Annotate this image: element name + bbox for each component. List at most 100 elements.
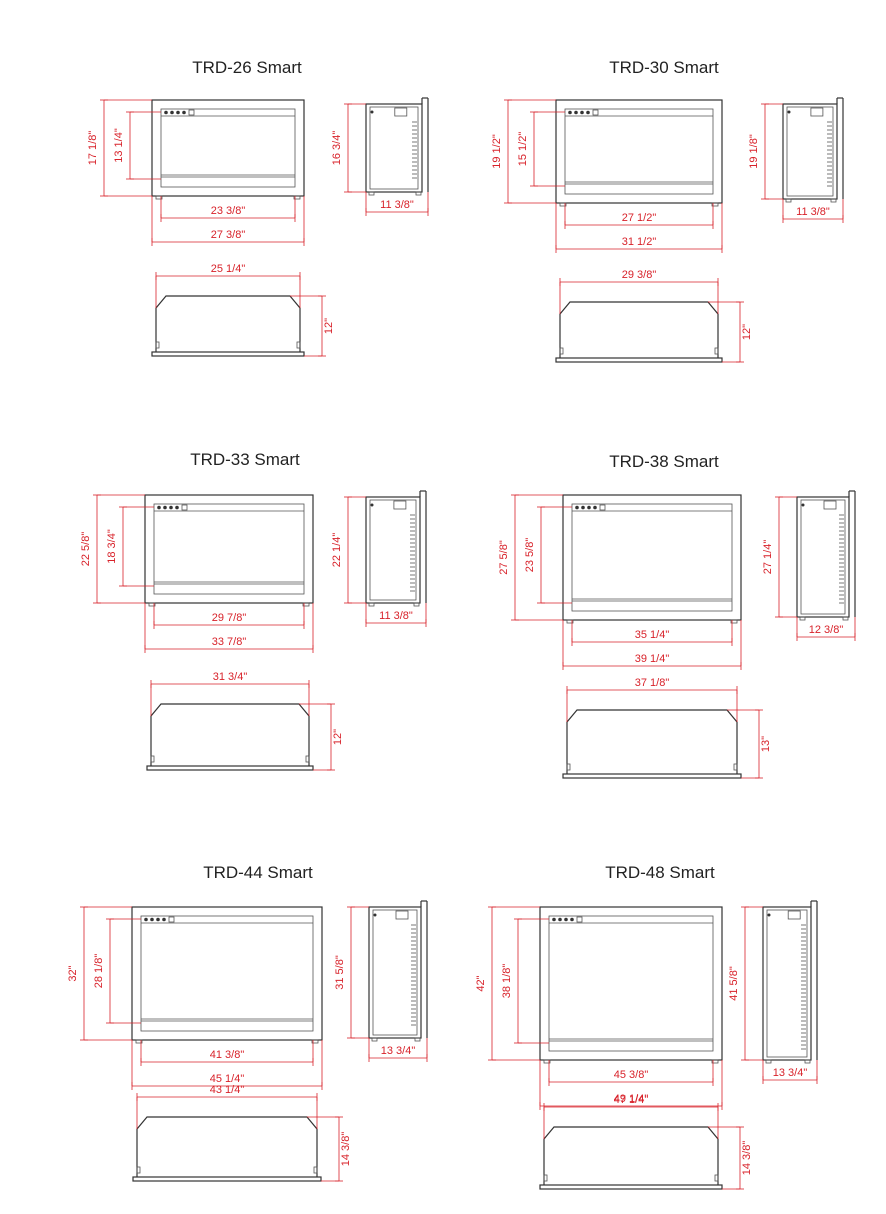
front-height-inner: 28 1/8" — [93, 954, 105, 989]
control-button-icon — [170, 110, 174, 115]
front-view: 22 5/8" 18 3/4" 29 7/8" 33 7/8" — [80, 494, 314, 653]
control-button-icon — [156, 917, 160, 922]
control-button-icon — [570, 917, 574, 922]
front-width-inner: 35 1/4" — [635, 629, 670, 641]
front-view: 27 5/8" 23 5/8" 35 1/4" 39 1/4" — [498, 494, 742, 670]
front-height-inner: 13 1/4" — [113, 128, 125, 163]
front-height-outer: 42" — [475, 975, 487, 991]
front-width-outer: 39 1/4" — [635, 653, 670, 665]
front-height-outer: 19 1/2" — [491, 134, 503, 169]
side-depth: 12 3/8" — [809, 624, 844, 636]
side-height: 19 1/8" — [748, 134, 760, 169]
top-height: 12" — [741, 324, 753, 340]
top-view: 47 1/4" 14 3/8" — [539, 1094, 753, 1190]
front-height-outer: 22 5/8" — [80, 532, 92, 567]
top-view: 25 1/4"12" — [151, 263, 335, 357]
control-button-icon — [163, 505, 167, 510]
side-depth: 11 3/8" — [380, 199, 414, 211]
model-title: TRD-33 Smart — [190, 450, 300, 469]
side-height: 31 5/8" — [334, 955, 346, 990]
control-button-icon — [580, 110, 584, 115]
model-2: TRD-30 Smart 19 1/2" 15 1/2" 27 1/2" 31 1/2"… — [491, 58, 844, 363]
top-width: 29 3/8" — [622, 269, 657, 281]
control-button-icon — [564, 917, 568, 922]
control-button-icon — [169, 505, 173, 510]
side-view: 41 5/8" 13 3/4" — [728, 900, 818, 1084]
top-height: 14 3/8" — [340, 1132, 352, 1167]
front-width-outer: 49 1/4" — [614, 1093, 649, 1105]
side-view: 16 3/4" 11 3/8" — [331, 97, 429, 216]
model-6: TRD-48 Smart 42" 38 1/8" 45 3/8" 49 1/4" 41 5… — [475, 863, 818, 1190]
front-width-outer: 45 1/4" — [210, 1073, 245, 1085]
top-width: 47 1/4" — [614, 1094, 649, 1106]
model-title: TRD-38 Smart — [609, 452, 719, 471]
side-height: 41 5/8" — [728, 966, 740, 1001]
top-height: 12" — [323, 318, 335, 334]
control-button-icon — [581, 505, 585, 510]
control-button-icon — [574, 110, 578, 115]
front-width-inner: 27 1/2" — [622, 212, 657, 224]
side-view: 22 1/4" 11 3/8" — [331, 490, 427, 627]
front-height-outer: 17 1/8" — [87, 131, 99, 166]
top-view: 29 3/8" 12" — [555, 269, 753, 363]
side-depth: 13 3/4" — [381, 1045, 416, 1057]
model-title: TRD-44 Smart — [203, 863, 313, 882]
control-button-icon — [150, 917, 154, 922]
top-height: 12" — [332, 729, 344, 745]
front-width-inner: 23 3/8" — [211, 205, 246, 217]
side-depth: 13 3/4" — [773, 1067, 808, 1079]
side-depth: 11 3/8" — [796, 206, 830, 218]
top-view: 31 3/4" 12" — [146, 671, 344, 771]
top-width: 31 3/4" — [213, 671, 248, 683]
control-button-icon — [587, 505, 591, 510]
side-depth: 11 3/8" — [379, 610, 413, 622]
top-width: 43 1/4" — [210, 1084, 245, 1096]
control-button-icon — [586, 110, 590, 115]
control-button-icon — [164, 110, 168, 115]
control-button-icon — [162, 917, 166, 922]
top-width: 37 1/8" — [635, 677, 670, 689]
front-height-outer: 32" — [67, 965, 79, 981]
front-width-outer: 31 1/2" — [622, 236, 657, 248]
control-button-icon — [552, 917, 556, 922]
control-button-icon — [182, 110, 186, 115]
front-height-outer: 27 5/8" — [498, 540, 510, 575]
front-view: 32" 28 1/8" 41 3/8" 45 1/4" — [67, 906, 323, 1090]
model-title: TRD-48 Smart — [605, 863, 715, 882]
model-title: TRD-26 Smart — [192, 58, 302, 77]
side-height: 27 1/4" — [762, 540, 774, 575]
side-height: 22 1/4" — [331, 533, 343, 568]
control-button-icon — [568, 110, 572, 115]
control-button-icon — [175, 505, 179, 510]
top-view: 37 1/8" 13" — [562, 677, 772, 779]
side-height: 16 3/4" — [331, 131, 343, 166]
control-button-icon — [575, 505, 579, 510]
front-width-inner: 45 3/8" — [614, 1069, 649, 1081]
side-view: 19 1/8" 11 3/8" — [748, 97, 844, 223]
control-button-icon — [144, 917, 148, 922]
front-view: 17 1/8"13 1/4"23 3/8"27 3/8" — [87, 99, 305, 246]
control-button-icon — [593, 505, 597, 510]
front-height-inner: 18 3/4" — [106, 529, 118, 564]
front-view: 42" 38 1/8" 45 3/8" 49 1/4" — [475, 906, 723, 1110]
side-view: 27 1/4" 12 3/8" — [762, 490, 856, 641]
top-height: 13" — [760, 736, 772, 752]
front-width-inner: 29 7/8" — [212, 612, 247, 624]
model-3: TRD-33 Smart 22 5/8" 18 3/4" 29 7/8" 33 7/8"… — [80, 450, 427, 771]
front-height-inner: 15 1/2" — [517, 132, 529, 167]
front-height-inner: 38 1/8" — [501, 964, 513, 999]
control-button-icon — [558, 917, 562, 922]
top-height: 14 3/8" — [741, 1141, 753, 1176]
side-view: 31 5/8" 13 3/4" — [334, 900, 428, 1062]
front-width-outer: 33 7/8" — [212, 636, 247, 648]
front-width-inner: 41 3/8" — [210, 1049, 245, 1061]
control-button-icon — [176, 110, 180, 115]
model-4: TRD-38 Smart 27 5/8" 23 5/8" 35 1/4" 39 1/4"… — [498, 452, 856, 779]
front-height-inner: 23 5/8" — [524, 538, 536, 573]
front-view: 19 1/2" 15 1/2" 27 1/2" 31 1/2" — [491, 99, 723, 253]
control-button-icon — [157, 505, 161, 510]
top-view: 43 1/4" 14 3/8" — [132, 1084, 352, 1182]
model-title: TRD-30 Smart — [609, 58, 719, 77]
